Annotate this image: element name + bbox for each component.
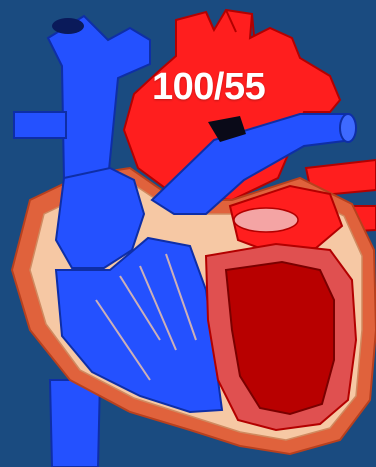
branch-vessel-left: [14, 112, 66, 138]
blood-pressure-readout: 100/55: [152, 66, 265, 109]
